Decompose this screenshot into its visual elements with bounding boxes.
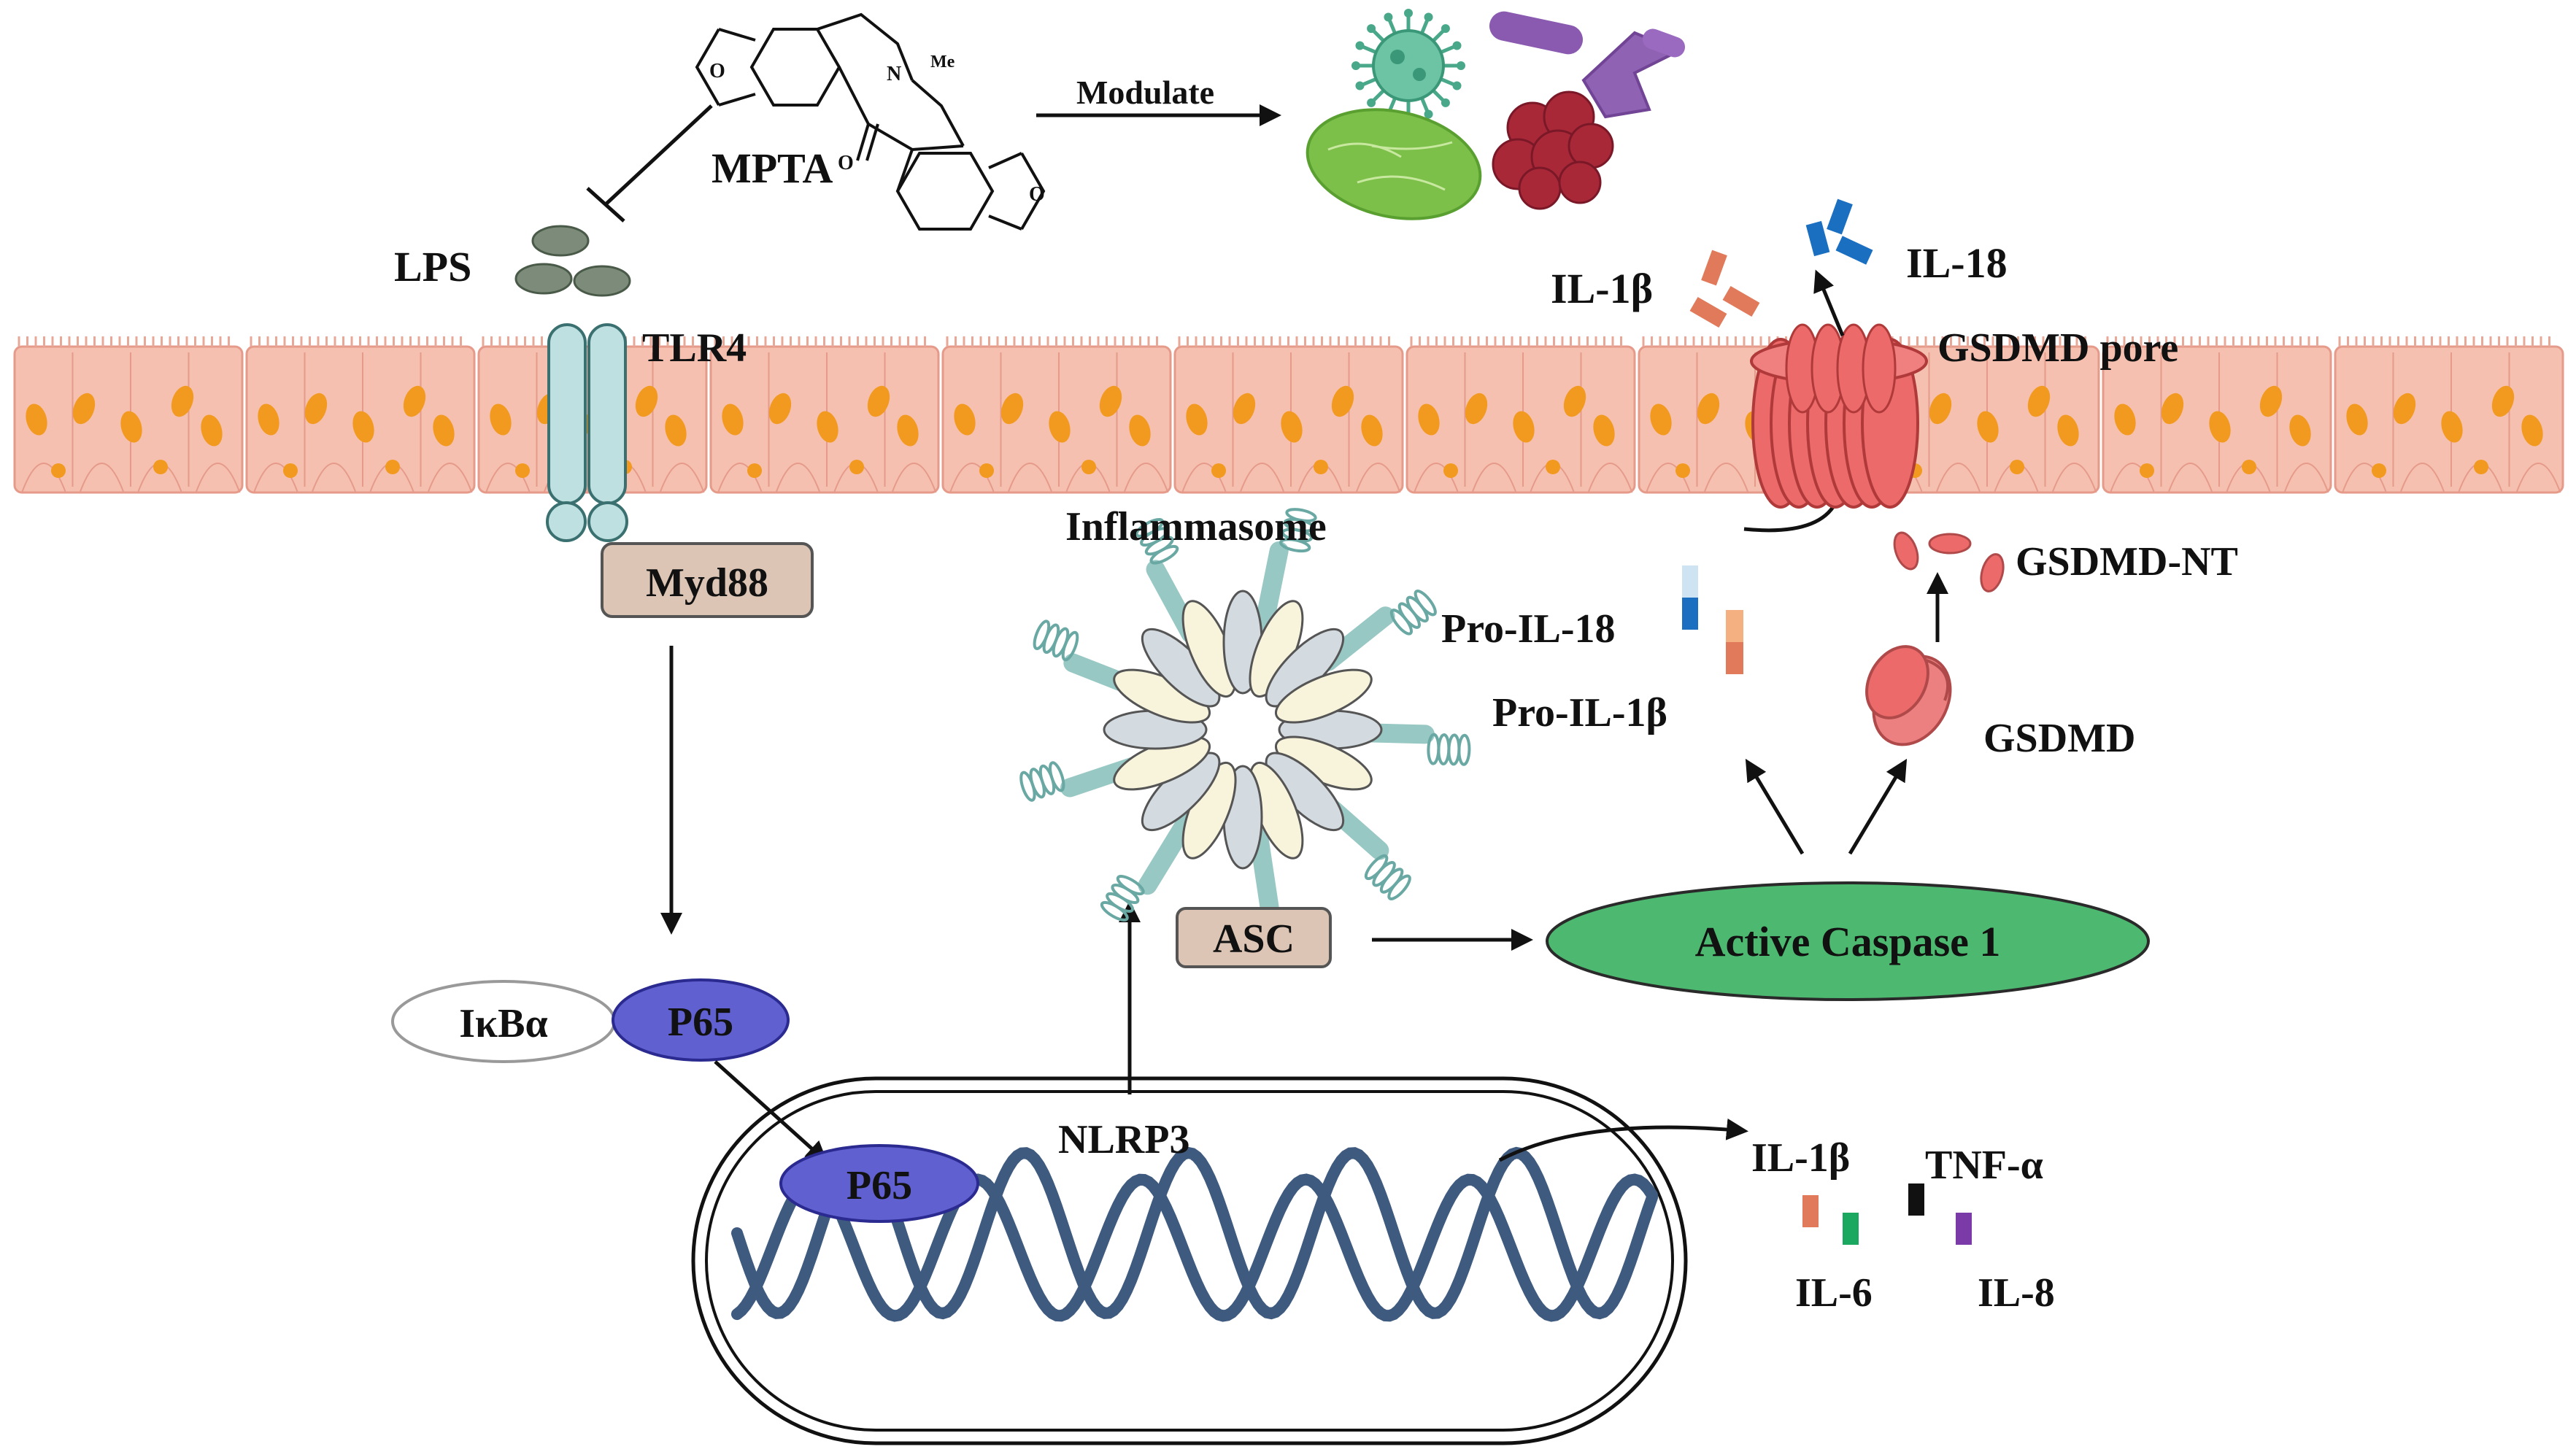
o-atom-label: O <box>838 152 854 174</box>
myd88-label: Myd88 <box>646 560 768 606</box>
gsdmd-pore-icon <box>1750 323 1928 509</box>
il8-marker-icon <box>1956 1213 1972 1245</box>
tlr4-receptor-icon <box>546 323 628 542</box>
pro-il1b-marker-icon <box>1726 642 1743 674</box>
il8-label: IL-8 <box>1978 1270 2055 1316</box>
myd88-box <box>601 542 814 618</box>
ikba-label: IκBα <box>459 1001 548 1046</box>
caspase-gsdmd-arrow <box>1848 758 1908 855</box>
il1b-top-label: IL-1β <box>1551 265 1653 312</box>
il1b-marker-icon <box>1802 1195 1819 1227</box>
tnfa-label: TNF-α <box>1925 1143 2043 1188</box>
asc-label: ASC <box>1213 916 1295 962</box>
lps-label: LPS <box>394 243 471 290</box>
il18-top-label: IL-18 <box>1906 239 2008 287</box>
inflammasome-label: Inflammasome <box>1065 504 1327 549</box>
microbe-cluster-icon <box>1492 90 1614 210</box>
mpta-molecule-icon <box>695 12 1046 231</box>
modulate-label: Modulate <box>1076 74 1214 111</box>
gsdmd-pore-label: GSDMD pore <box>1937 325 2178 371</box>
p65-cyto-oval <box>612 978 790 1062</box>
o-atom-label: O <box>709 60 725 82</box>
gut-epithelium-icon <box>13 336 2564 494</box>
pro-il18-label: Pro-IL-18 <box>1441 606 1616 652</box>
il6-label: IL-6 <box>1795 1270 1873 1316</box>
il6-marker-icon <box>1843 1213 1859 1245</box>
methyl-label: Me <box>930 53 955 72</box>
bacterium-icon <box>1306 11 1686 220</box>
il18-released-icon <box>1805 198 1873 265</box>
virus-icon <box>1351 9 1465 123</box>
pore-release-arrow <box>1813 269 1845 336</box>
gsdmd-nt-label: GSDMD-NT <box>2016 539 2238 584</box>
lps-icon <box>514 225 631 297</box>
tlr4-label: TLR4 <box>642 325 747 371</box>
pro-il1b-label: Pro-IL-1β <box>1492 690 1667 735</box>
caspase-il-arrow <box>1745 758 1805 855</box>
p65-nuc-label: P65 <box>847 1163 912 1208</box>
tnfa-marker-icon <box>1908 1183 1924 1216</box>
transcription-arrow <box>1498 1118 1748 1162</box>
p65-cyto-label: P65 <box>668 1000 733 1045</box>
asc-box <box>1176 907 1332 968</box>
mpta-label: MPTA <box>712 144 833 192</box>
gsdmd-pore-link <box>1743 502 1837 533</box>
pro-il18-marker-icon <box>1682 598 1698 630</box>
pro-il1b-marker-icon <box>1726 610 1743 642</box>
n-atom-label: N <box>887 63 901 85</box>
caspase-oval <box>1546 881 2150 1001</box>
nucleus-inner <box>705 1090 1674 1432</box>
nucleus-outer <box>691 1076 1688 1445</box>
gsdmd-label: GSDMD <box>1983 716 2135 761</box>
inhibition-arrow <box>586 104 713 223</box>
nlrp3-label: NLRP3 <box>1058 1117 1189 1162</box>
caspase-label: Active Caspase 1 <box>1695 918 2001 965</box>
p65-nuc-oval <box>779 1144 979 1223</box>
o-atom-label: O <box>1029 183 1045 206</box>
gsdmd-nt-icon <box>1893 531 2005 592</box>
pro-il18-marker-icon <box>1682 565 1698 598</box>
il1b-out-label: IL-1β <box>1751 1135 1850 1181</box>
il1b-released-icon <box>1689 250 1760 328</box>
inflammasome-icon <box>1019 508 1471 959</box>
gsdmd-icon <box>1865 645 1952 746</box>
